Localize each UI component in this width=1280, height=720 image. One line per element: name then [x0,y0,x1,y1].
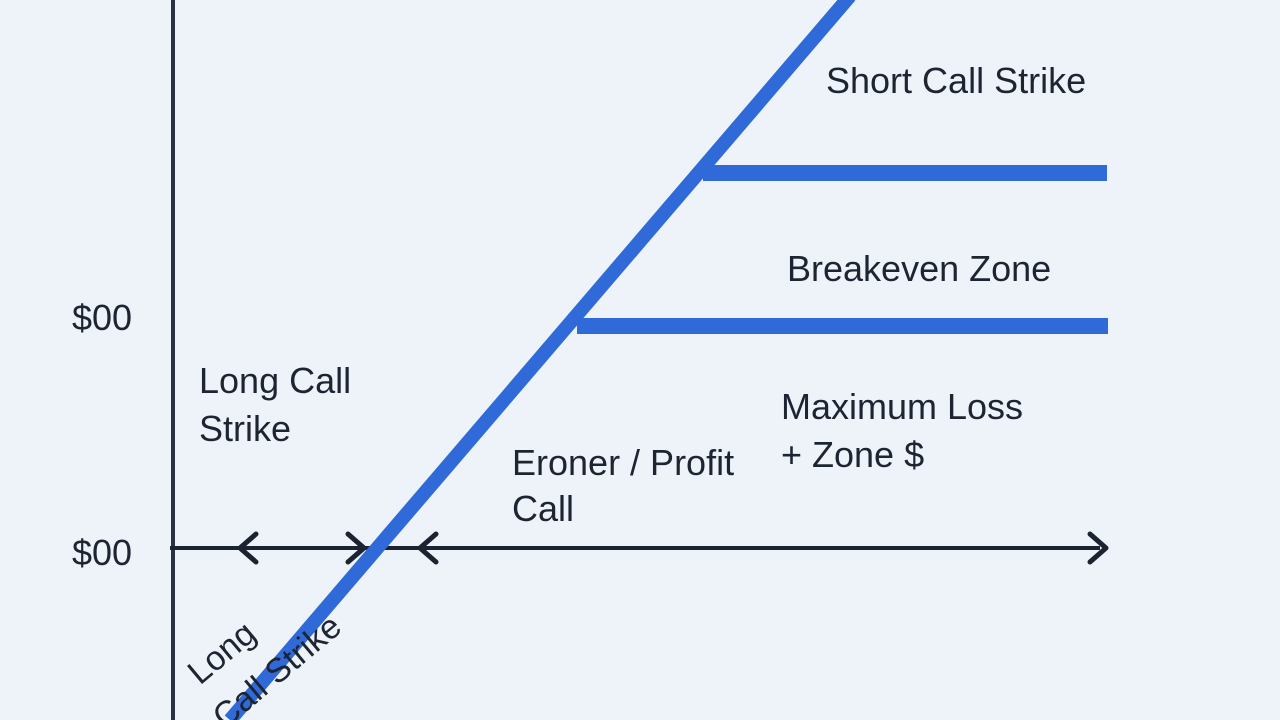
x-axis-right-arrowhead [1087,531,1109,565]
segment-left-arrowhead [237,531,259,565]
y-tick-label-upper: $00 [72,297,133,338]
short-call-strike-label: Short Call Strike [826,60,1087,101]
maximum-loss-zone-label-line1: Maximum Loss [781,386,1024,427]
long-call-strike-label-line1: Long Call [199,360,352,401]
eroner-profit-label-line2: Call [512,488,575,529]
breakeven-zone-label: Breakeven Zone [787,248,1052,289]
segment-middle-arrowhead [345,531,367,565]
maximum-loss-zone-label-line2: + Zone $ [781,434,925,475]
long-call-strike-label-line2: Strike [199,408,292,449]
payoff-diagonal-line [224,0,856,720]
y-tick-label-lower: $00 [72,532,133,573]
eroner-profit-label-line1: Eroner / Profit [512,442,735,483]
segment-right-arrowhead [417,531,439,565]
